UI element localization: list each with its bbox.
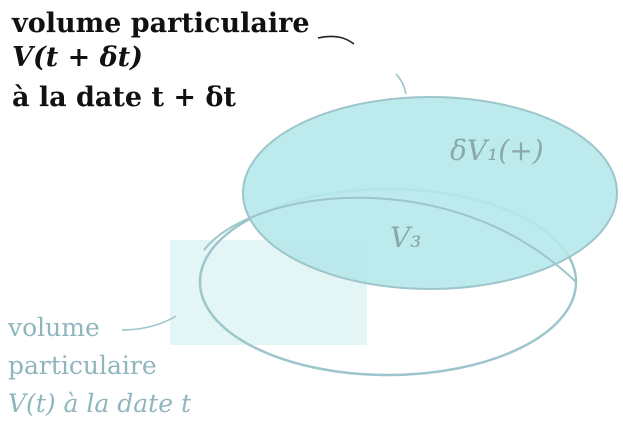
top-leader-line: [317, 35, 355, 45]
inner-boundary-arc: [203, 196, 577, 283]
top-leader-hook: [395, 73, 407, 95]
bottom-label-line1: volume: [7, 313, 100, 342]
top-label-line1: volume particulaire: [11, 8, 310, 39]
bottom-leader-line: [121, 315, 177, 331]
ellipse-volume-t-plus-dt: [242, 96, 618, 290]
top-label-line3: à la date t + δt: [12, 82, 236, 113]
bottom-label-line3: V(t) à la date t: [8, 389, 192, 418]
region-label-delta-v1: δV₁(+): [450, 134, 544, 167]
top-label-line2: V(t + δt): [12, 42, 143, 73]
bottom-label-line2: particulaire: [8, 351, 157, 380]
region-label-v3: V₃: [390, 221, 421, 254]
